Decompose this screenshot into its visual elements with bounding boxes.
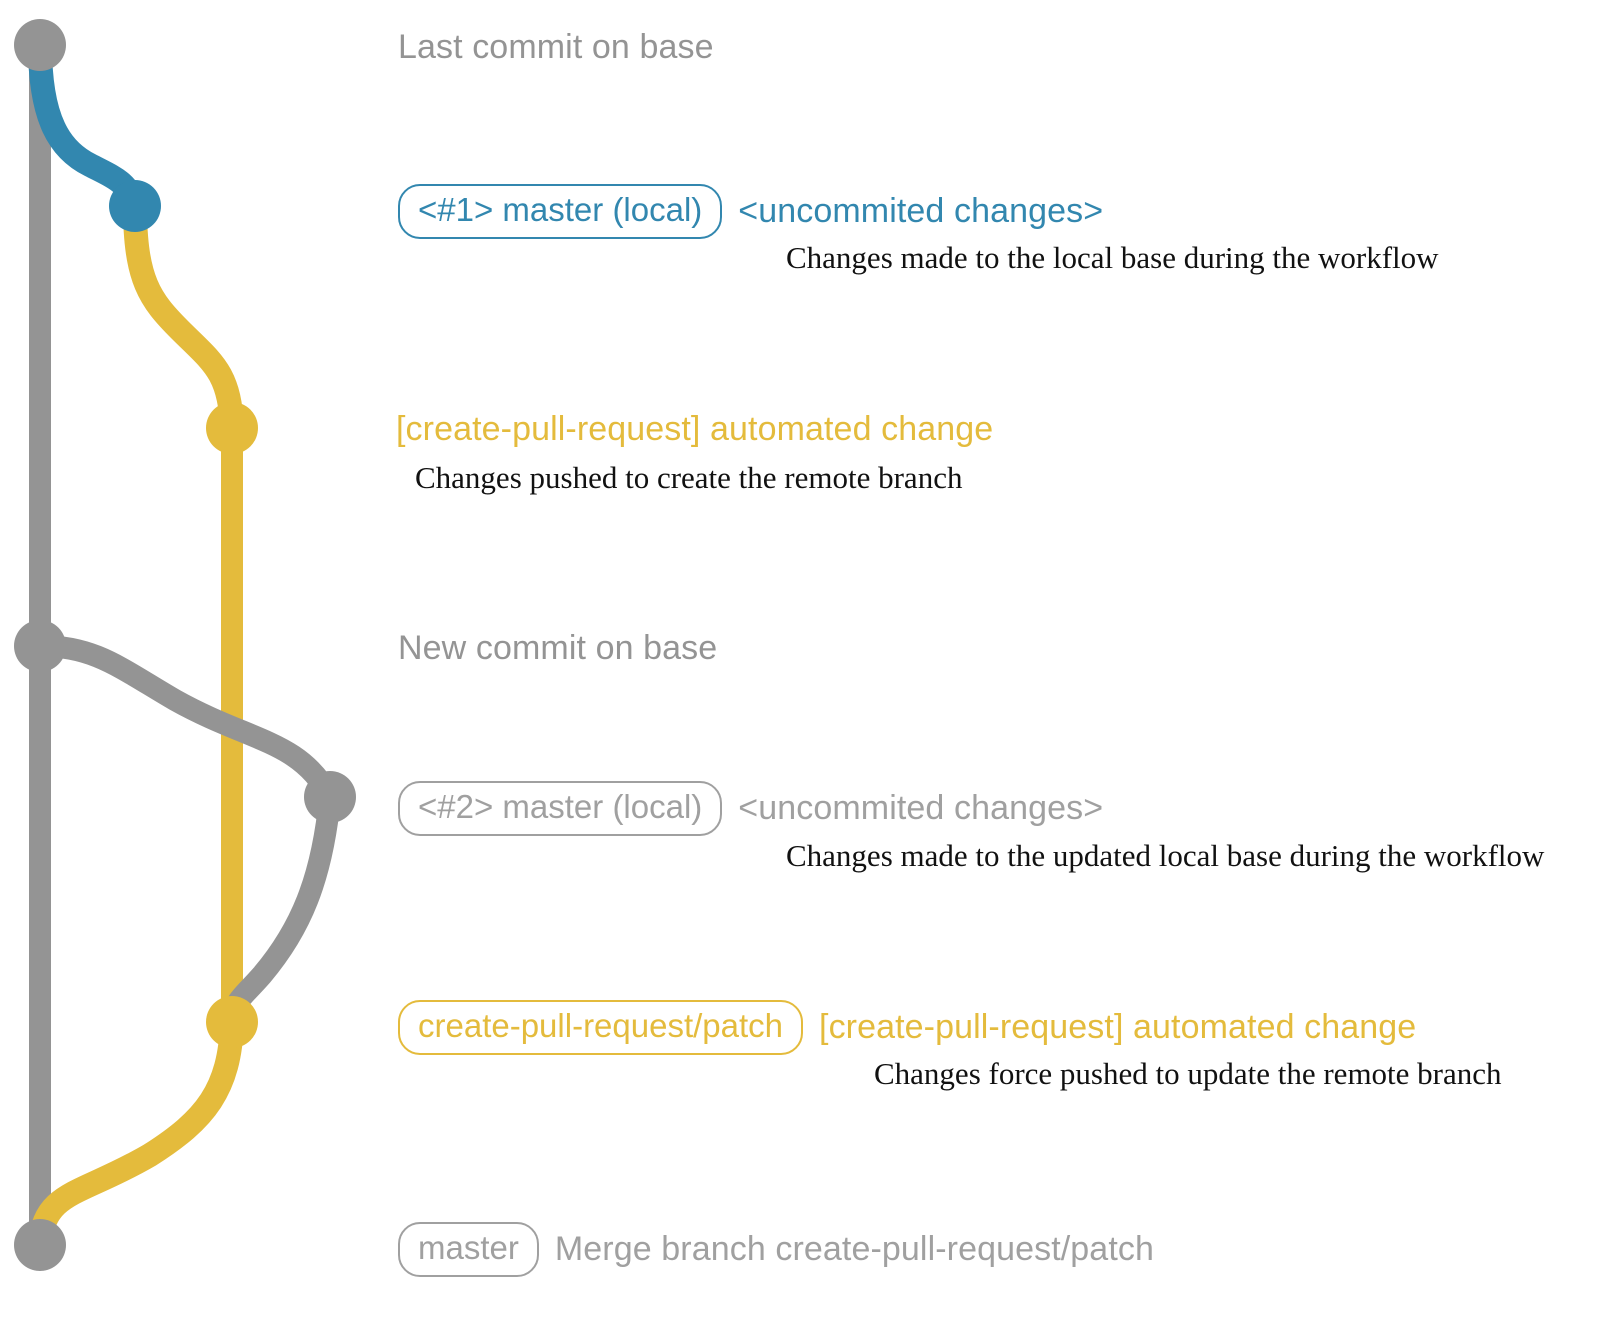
note-wrap-automated-change-2: Changes force pushed to update the remot… [874, 1056, 1502, 1092]
commit-node-base-last[interactable] [14, 19, 66, 71]
commit-note: Changes pushed to create the remote bran… [415, 460, 963, 495]
row-last-commit-on-base: Last commit on base [398, 28, 714, 67]
commit-subject: <uncommited changes> [738, 191, 1104, 230]
commit-subject: Merge branch create-pull-request/patch [554, 1229, 1154, 1268]
commit-note: Changes made to the local base during th… [786, 240, 1439, 275]
commit-graph [14, 19, 356, 1271]
row-automated-change-1: [create-pull-request] automated change [396, 410, 993, 449]
commit-note: Changes force pushed to update the remot… [874, 1056, 1502, 1091]
edge-local2-to-patch2 [221, 786, 341, 1033]
note-wrap-automated-change-1: Changes pushed to create the remote bran… [415, 460, 962, 496]
commit-node-patch-forcepush[interactable] [206, 996, 258, 1048]
commit-node-base-new[interactable] [14, 620, 66, 672]
row-main-line: <#2> master (local) <uncommited changes> [398, 781, 1103, 836]
commit-node-patch-created[interactable] [206, 402, 258, 454]
commit-subject: <uncommited changes> [738, 788, 1104, 827]
row-main-line: [create-pull-request] automated change [396, 410, 993, 449]
row-main-line: New commit on base [398, 629, 717, 668]
commit-subject: [create-pull-request] automated change [396, 410, 994, 448]
commit-subject: New commit on base [398, 629, 718, 667]
row-main-line: Last commit on base [398, 28, 714, 67]
branch-pill-master-local-1[interactable]: <#1> master (local) [398, 184, 723, 239]
commit-subject: Last commit on base [398, 28, 714, 66]
branch-pill-master[interactable]: master [398, 1222, 539, 1277]
commit-node-local-2[interactable] [304, 771, 356, 823]
edge-local1-to-patch [123, 194, 244, 440]
branch-pill-master-local-2[interactable]: <#2> master (local) [398, 781, 723, 836]
commit-subject: [create-pull-request] automated change [819, 1007, 1417, 1046]
branch-pill-create-pull-request-patch[interactable]: create-pull-request/patch [398, 1000, 804, 1055]
note-wrap-local-commit-1: Changes made to the local base during th… [786, 240, 1439, 276]
row-main-line: master Merge branch create-pull-request/… [398, 1222, 1154, 1277]
row-new-commit-on-base: New commit on base [398, 629, 717, 668]
commit-node-local-1[interactable] [109, 180, 161, 232]
row-main-line: create-pull-request/patch [create-pull-r… [398, 1000, 1416, 1055]
commit-note: Changes made to the updated local base d… [786, 838, 1545, 873]
note-wrap-local-commit-2: Changes made to the updated local base d… [786, 838, 1544, 874]
row-local-commit-2: <#2> master (local) <uncommited changes> [398, 781, 1103, 836]
row-merge-commit: master Merge branch create-pull-request/… [398, 1222, 1154, 1277]
edge-basenew-to-local2 [29, 635, 341, 808]
row-automated-change-2: create-pull-request/patch [create-pull-r… [398, 1000, 1416, 1055]
edge-patch2-to-merge [28, 1010, 244, 1257]
row-main-line: <#1> master (local) <uncommited changes> [398, 184, 1103, 239]
commit-node-master-merge[interactable] [14, 1219, 66, 1271]
edge-base-to-local1 [28, 33, 147, 218]
row-local-commit-1: <#1> master (local) <uncommited changes> [398, 184, 1103, 239]
